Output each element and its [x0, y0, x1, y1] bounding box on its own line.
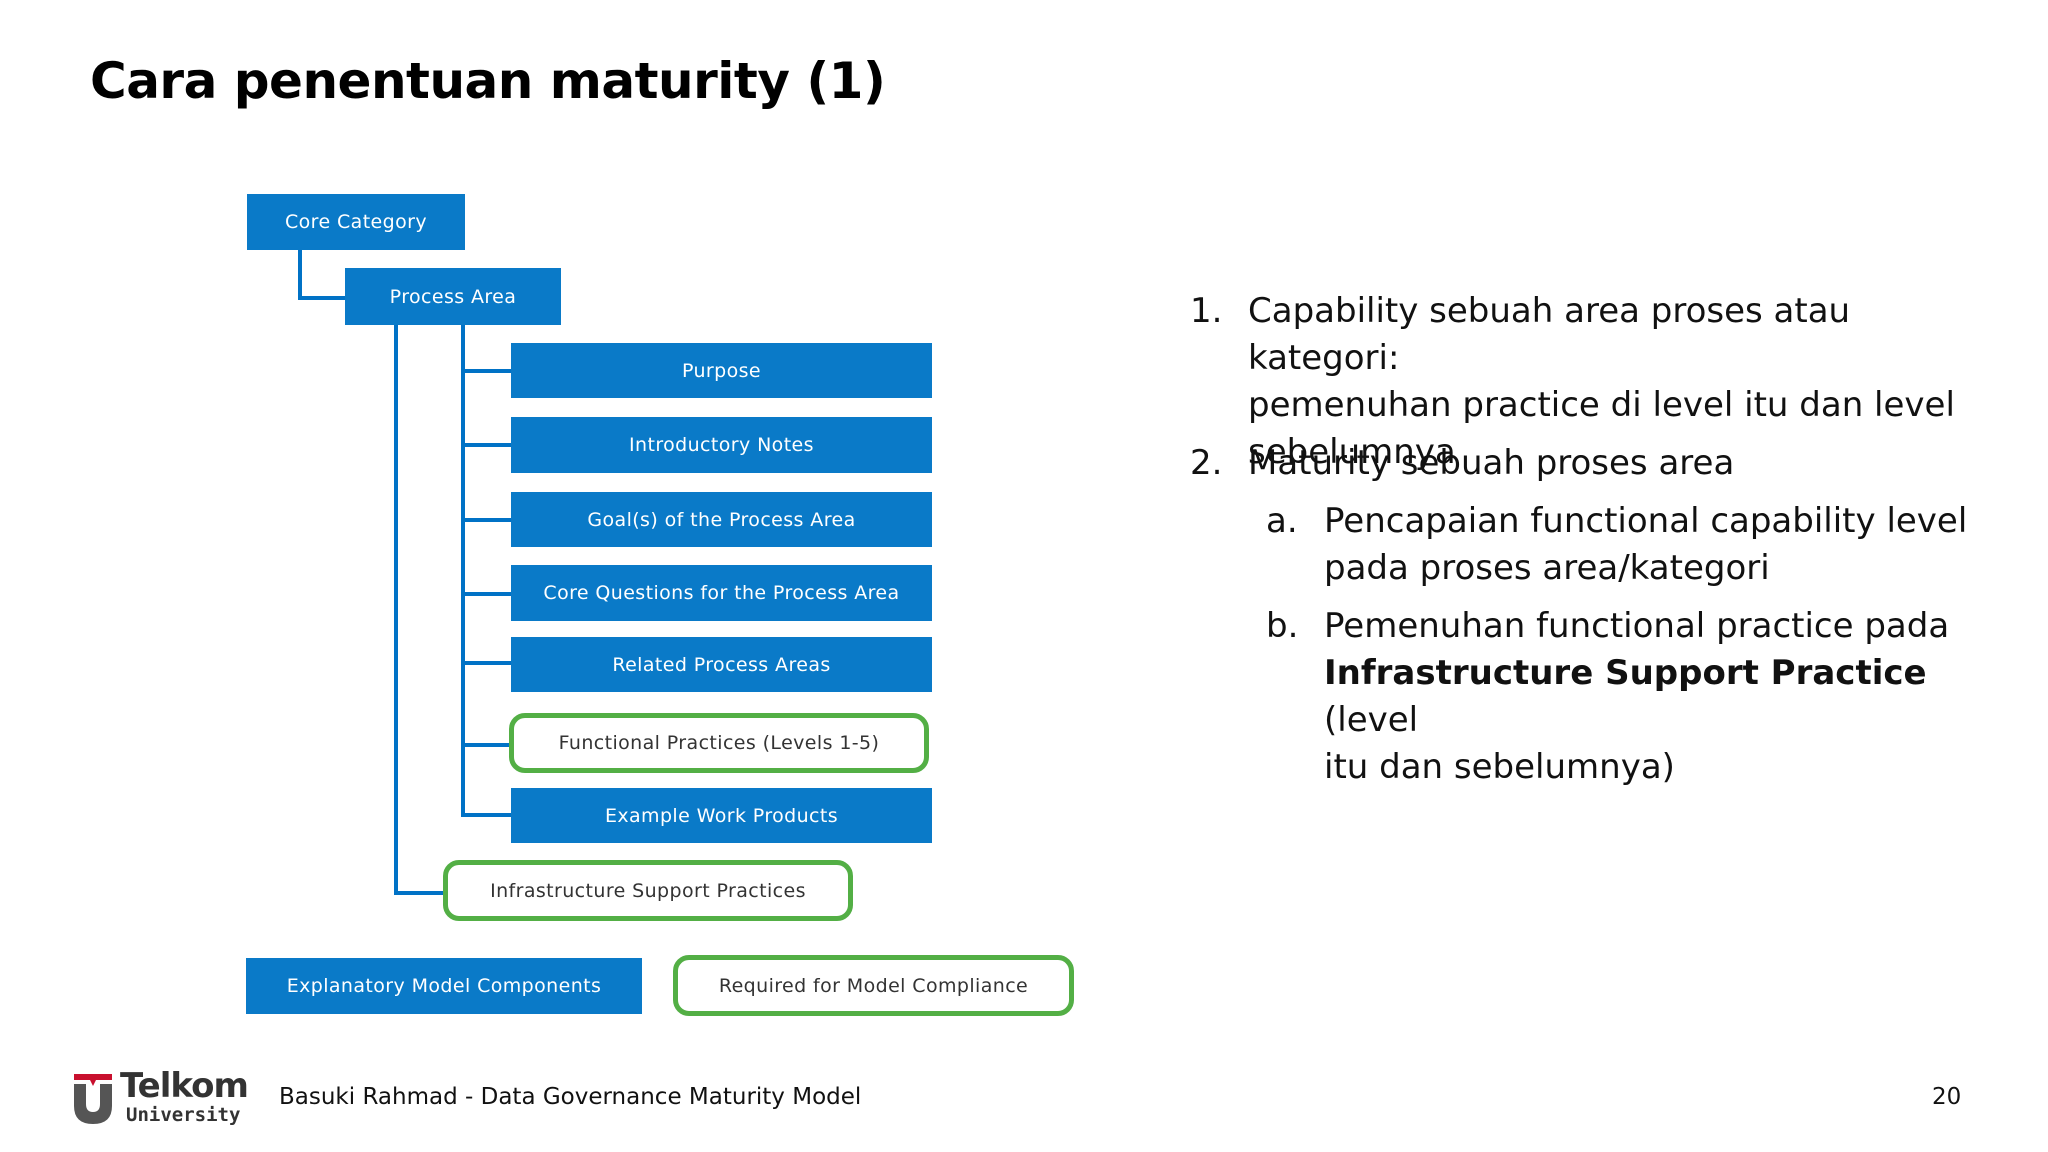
connector — [298, 296, 346, 300]
connector — [461, 743, 511, 747]
connector — [461, 518, 511, 522]
text-line: itu dan sebelumnya) — [1324, 747, 1675, 787]
telkom-logo-icon — [74, 1074, 112, 1124]
text-line: sebelumnya — [1248, 432, 1456, 472]
sub-item-letter: a. — [1266, 501, 1298, 541]
text-line: pemenuhan practice di level itu dan leve… — [1248, 385, 1955, 425]
connector — [461, 592, 511, 596]
list-number: 2. — [1190, 443, 1223, 483]
text-line: Infrastructure Support Practice (level — [1324, 650, 1974, 744]
telkom-university-logo: Telkom University — [72, 1066, 249, 1128]
purpose-box: Purpose — [511, 343, 932, 398]
legend-explanatory-box: Explanatory Model Components — [246, 958, 642, 1014]
connector — [461, 369, 511, 373]
connector — [461, 661, 511, 665]
bold-term: Infrastructure Support Practice — [1324, 653, 1927, 693]
connector — [298, 250, 302, 298]
goals-box: Goal(s) of the Process Area — [511, 492, 932, 547]
footer-text: Basuki Rahmad - Data Governance Maturity… — [279, 1084, 862, 1110]
text-line: Pemenuhan functional practice pada — [1324, 606, 1950, 646]
text-line: Maturity sebuah proses area — [1248, 443, 1735, 483]
introductory-notes-box: Introductory Notes — [511, 417, 932, 473]
connector — [461, 443, 511, 447]
infrastructure-support-box: Infrastructure Support Practices — [443, 860, 853, 921]
text-line: Capability sebuah area proses atau kateg… — [1248, 291, 1851, 378]
slide-title: Cara penentuan maturity (1) — [90, 52, 886, 110]
text-fragment: (level — [1324, 700, 1419, 740]
functional-practices-box: Functional Practices (Levels 1-5) — [509, 713, 929, 773]
core-category-box: Core Category — [247, 194, 465, 250]
logo-sub-text: University — [126, 1104, 241, 1126]
connector — [394, 325, 398, 895]
list-number: 1. — [1190, 291, 1223, 331]
legend-required-box: Required for Model Compliance — [673, 955, 1074, 1016]
example-work-products-box: Example Work Products — [511, 788, 932, 843]
connector — [461, 813, 511, 817]
core-questions-box: Core Questions for the Process Area — [511, 565, 932, 621]
related-process-areas-box: Related Process Areas — [511, 637, 932, 692]
connector — [461, 325, 465, 817]
list-item-text: Maturity sebuah proses area — [1248, 440, 1988, 487]
sub-item-text: Pencapaian functional capability level p… — [1324, 498, 1974, 592]
process-area-box: Process Area — [345, 268, 561, 325]
page-number: 20 — [1932, 1084, 1962, 1110]
text-line: Pencapaian functional capability level — [1324, 501, 1968, 541]
logo-brand-text: Telkom — [120, 1066, 249, 1106]
sub-item-letter: b. — [1266, 606, 1299, 646]
sub-item-text: Pemenuhan functional practice pada Infra… — [1324, 603, 1974, 791]
text-line: pada proses area/kategori — [1324, 548, 1770, 588]
connector — [394, 891, 444, 895]
list-item-text: Capability sebuah area proses atau kateg… — [1248, 288, 1988, 476]
